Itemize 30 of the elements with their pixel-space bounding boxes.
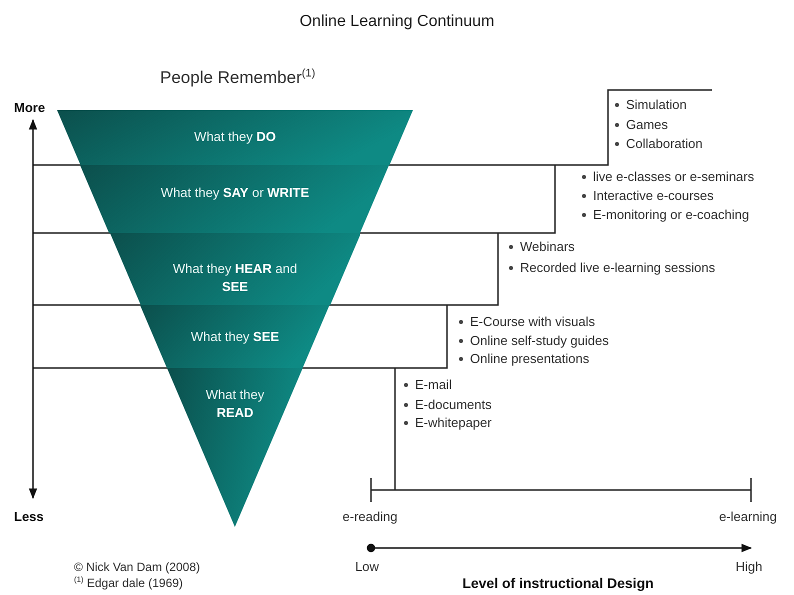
funnel-band: What they HEAR and SEE xyxy=(110,233,360,305)
title: Online Learning Continuum xyxy=(298,12,496,32)
label: Level of instructional Design xyxy=(461,575,655,591)
list-item: E-mail xyxy=(415,377,452,393)
label: Less xyxy=(14,509,44,525)
list-item: Webinars xyxy=(520,239,575,255)
list-item: E-monitoring or e-coaching xyxy=(593,207,750,223)
list-item: E-whitepaper xyxy=(415,415,492,431)
label: More xyxy=(14,100,46,116)
list-item: Games xyxy=(626,117,668,133)
label: $^{(1)}$ Edgar dale (1969) xyxy=(74,575,183,591)
label: e-reading xyxy=(342,509,398,525)
heading: People Remember$^{(1)}$ xyxy=(160,70,316,86)
list-item: Collaboration xyxy=(626,136,703,152)
list-item: Recorded live e-learning sessions xyxy=(520,260,716,276)
list-item: Online presentations xyxy=(470,351,590,367)
label: High xyxy=(734,559,764,575)
label: Low xyxy=(354,559,380,575)
label: e-learning xyxy=(718,509,778,525)
funnel-band: What they DO xyxy=(57,110,413,165)
label: © Nick Van Dam (2008) xyxy=(74,559,200,575)
funnel-band: What they SAY or WRITE xyxy=(80,165,390,233)
list-item: Online self-study guides xyxy=(470,333,609,349)
list-item: E-Course with visuals xyxy=(470,314,595,330)
list-item: Simulation xyxy=(626,97,687,113)
list-item: E-documents xyxy=(415,397,492,413)
list-item: Interactive e-courses xyxy=(593,188,714,204)
funnel-band: What they SEE xyxy=(140,305,330,368)
funnel-band: What they READ xyxy=(167,368,303,527)
list-item: live e-classes or e-seminars xyxy=(593,169,754,185)
